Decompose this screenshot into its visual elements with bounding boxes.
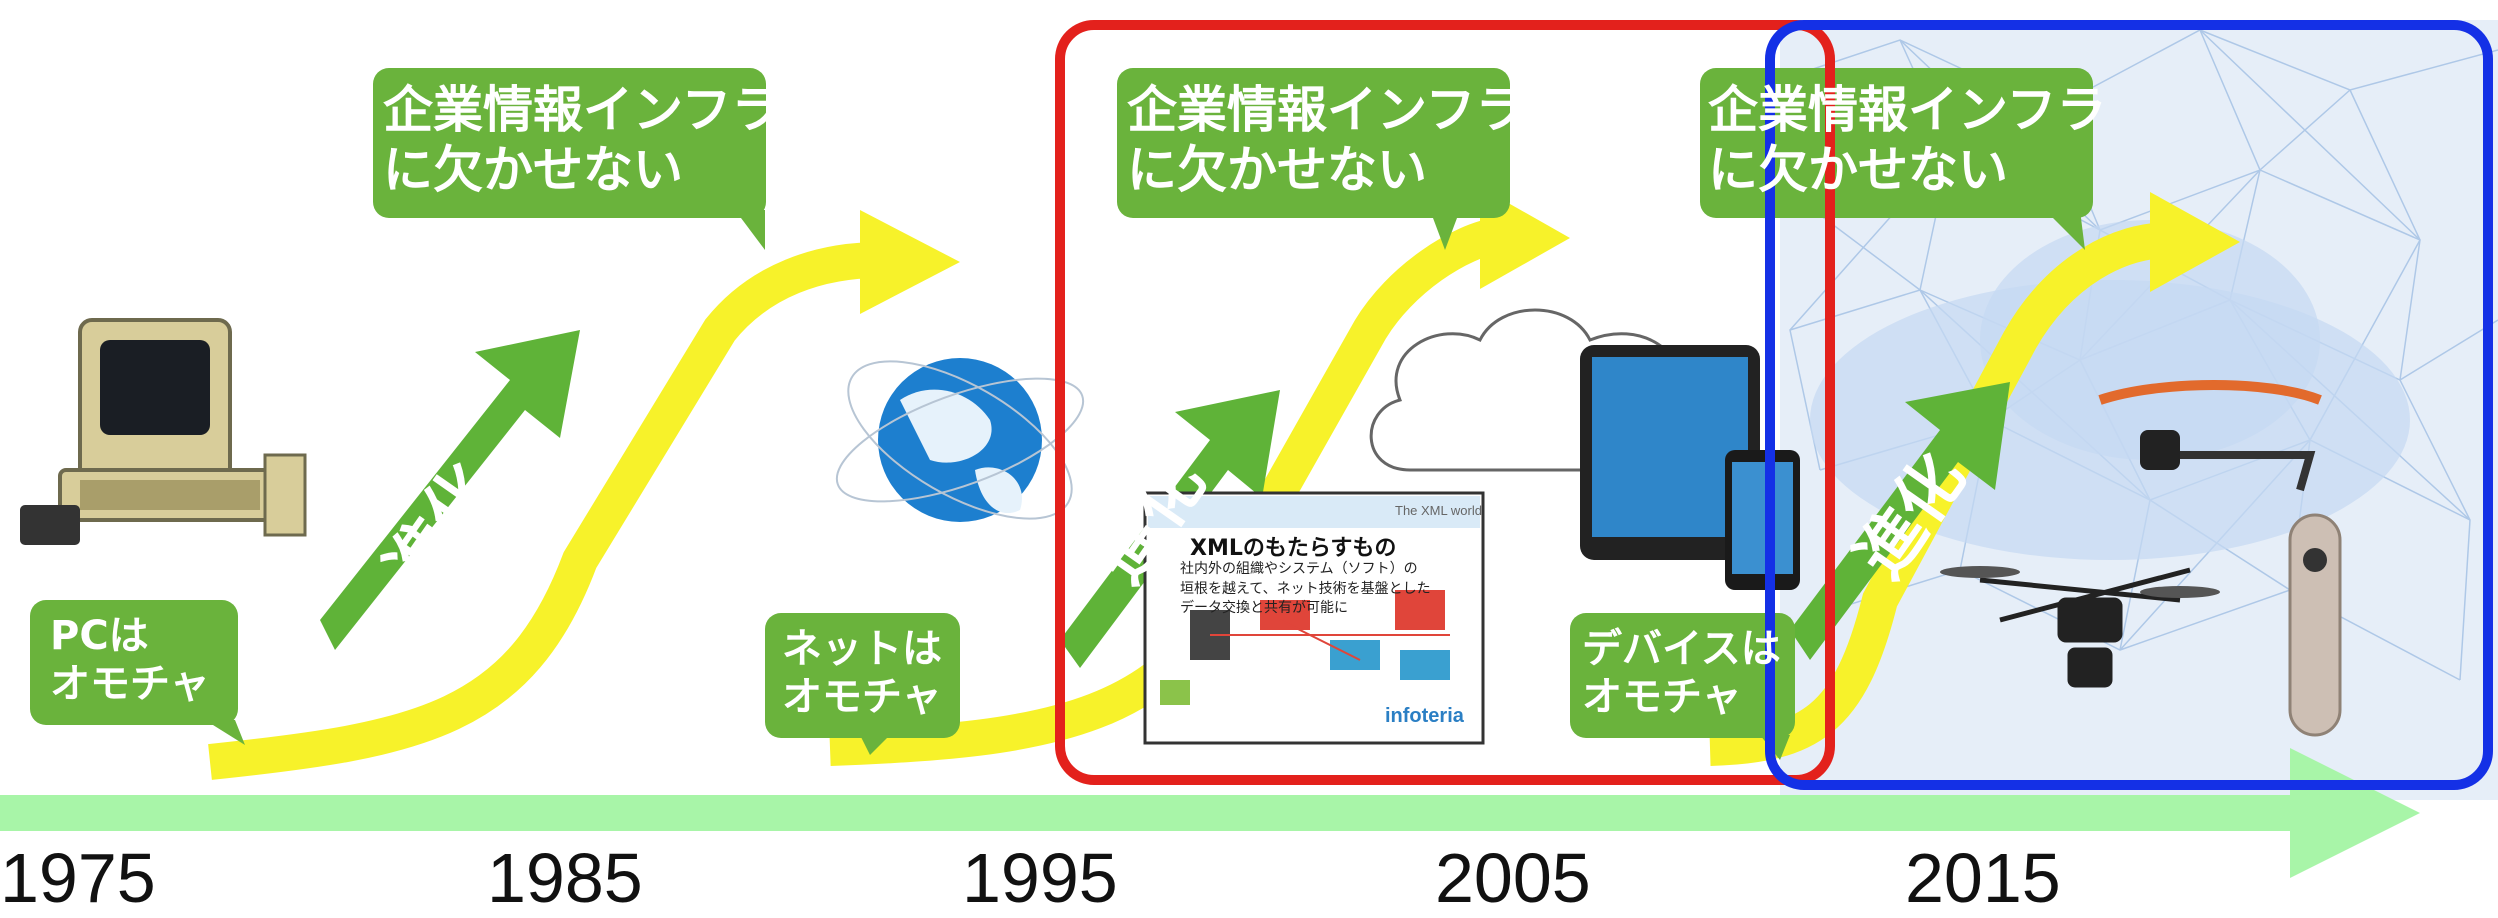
year-label-1975: 1975 bbox=[0, 839, 156, 917]
bubble-pc-line2: オモチャ bbox=[50, 661, 210, 707]
year-label-1995: 1995 bbox=[962, 839, 1118, 917]
year-label-1985: 1985 bbox=[487, 839, 643, 917]
year-label-2005: 2005 bbox=[1435, 839, 1591, 917]
bubble-pc-line1: PCは bbox=[50, 613, 149, 659]
bubble-corp-3: 企業情報インフラ に欠かせない bbox=[1708, 80, 2107, 200]
bubble-corp-2-line2: に欠かせない bbox=[1127, 141, 1427, 199]
speech-bubbles bbox=[30, 68, 2093, 760]
bubble-net: ネットは オモチャ bbox=[782, 625, 942, 721]
bubble-device: デバイスは オモチャ bbox=[1582, 625, 1781, 721]
slide-text-line-1: 社内外の組織やシステム（ソフト）の bbox=[1180, 561, 1418, 577]
computer-icon bbox=[20, 318, 307, 545]
blue-highlight-frame bbox=[1765, 20, 2493, 790]
bubble-corp-1: 企業情報インフラ に欠かせない bbox=[383, 80, 782, 200]
timeline-arrow bbox=[0, 748, 2420, 878]
red-highlight-frame bbox=[1055, 20, 1835, 785]
camera-device-icon bbox=[2288, 513, 2342, 737]
slide-thumbnail bbox=[1143, 491, 1485, 745]
bubble-corp-1-line2: に欠かせない bbox=[383, 141, 683, 199]
drone-icon bbox=[1940, 566, 2220, 688]
globe-icon bbox=[835, 358, 1085, 522]
bubble-corp-2: 企業情報インフラ に欠かせない bbox=[1127, 80, 1526, 200]
slide-brand: infoteria bbox=[1385, 705, 1464, 727]
slide-title: XMLのもたらすもの bbox=[1190, 536, 1397, 561]
tablet-icon bbox=[1580, 345, 1800, 590]
bubble-net-line1: ネットは bbox=[782, 626, 942, 672]
bubble-corp-3-line2: に欠かせない bbox=[1708, 141, 2008, 199]
slide-text: 社内外の組織やシステム（ソフト）の 垣根を越えて、ネット技術を基盤とした データ… bbox=[1180, 560, 1431, 619]
year-label-2015: 2015 bbox=[1905, 839, 2061, 917]
bubble-device-line2: オモチャ bbox=[1582, 674, 1742, 720]
bubble-net-line2: オモチャ bbox=[782, 674, 942, 720]
slide-corner-label: The XML world bbox=[1395, 503, 1482, 518]
bubble-corp-3-line1: 企業情報インフラ bbox=[1708, 81, 2107, 139]
smart-glasses-icon bbox=[2098, 380, 2322, 492]
slide-text-line-3: データ交換と共有が可能に bbox=[1180, 600, 1348, 617]
bubble-device-line1: デバイスは bbox=[1582, 626, 1781, 672]
bubble-pc: PCは オモチャ bbox=[50, 612, 210, 708]
bubble-corp-2-line1: 企業情報インフラ bbox=[1127, 81, 1526, 139]
slide-text-line-2: 垣根を越えて、ネット技術を基盤とした bbox=[1180, 580, 1431, 597]
bubble-corp-1-line1: 企業情報インフラ bbox=[383, 81, 782, 139]
